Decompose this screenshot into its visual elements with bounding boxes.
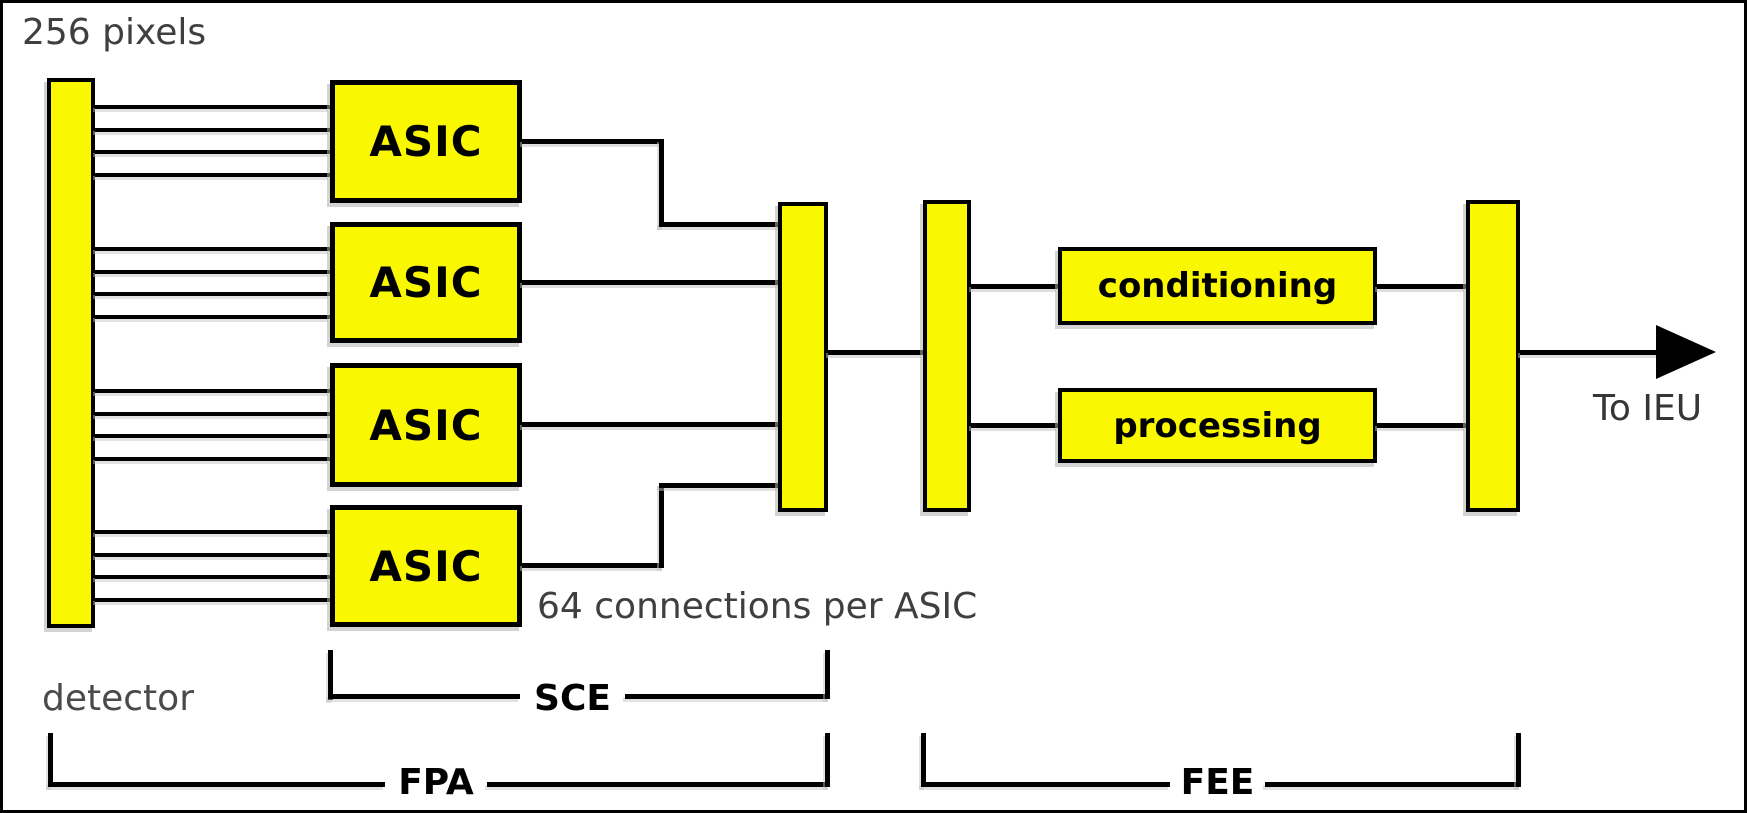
asic1-output-line — [659, 139, 664, 227]
detector-asic-line — [95, 412, 330, 416]
asic-box-2: ASIC — [330, 222, 522, 343]
fee-bracket-tick — [921, 733, 926, 787]
processing-box-label: processing — [1113, 405, 1322, 446]
asic2-output-line — [522, 280, 780, 285]
asic-box-label: ASIC — [369, 258, 483, 307]
to-ieu-label: To IEU — [1593, 388, 1703, 429]
asic-box-1: ASIC — [330, 80, 522, 203]
processing-output-line — [1377, 423, 1466, 428]
asic-box-label: ASIC — [369, 117, 483, 166]
asic-box-label: ASIC — [369, 400, 483, 450]
sce-fee-link-line — [828, 350, 923, 355]
fee-group-label: FEE — [1180, 762, 1255, 803]
sce-group-label: SCE — [534, 678, 611, 719]
detector-asic-line — [95, 457, 330, 461]
connections-per-asic-label: 64 connections per ASIC — [537, 586, 978, 627]
fpa-bracket-line — [48, 782, 385, 787]
asic1-output-line — [522, 139, 664, 144]
detector-asic-line — [95, 389, 330, 393]
detector-asic-line — [95, 315, 330, 319]
conditioning-output-line — [1377, 284, 1466, 289]
detector-label: detector — [42, 678, 194, 719]
fee-bracket-line — [921, 782, 1170, 787]
processing-input-line — [971, 423, 1058, 428]
conditioning-input-line — [971, 284, 1058, 289]
sce-bracket-line — [328, 694, 520, 699]
asic1-output-line — [659, 222, 780, 227]
detector-bar — [47, 78, 95, 628]
conditioning-box: conditioning — [1058, 247, 1377, 325]
fee-input-bar — [923, 200, 971, 512]
asic3-output-line — [522, 422, 780, 427]
detector-asic-line — [95, 530, 330, 534]
fpa-bracket-tick — [825, 733, 830, 787]
asic-box-label: ASIC — [369, 541, 483, 591]
fpa-bracket-tick — [48, 733, 53, 787]
asic4-output-line — [659, 483, 664, 568]
asic4-output-line — [522, 563, 664, 568]
asic-box-3: ASIC — [330, 363, 522, 487]
detector-asic-line — [95, 247, 330, 251]
output-arrow-head-icon — [1656, 325, 1716, 379]
sce-bracket-tick — [328, 650, 333, 700]
detector-asic-line — [95, 270, 330, 274]
detector-asic-line — [95, 150, 330, 154]
conditioning-box-label: conditioning — [1097, 266, 1338, 306]
detector-asic-line — [95, 128, 330, 132]
detector-asic-line — [95, 575, 330, 579]
processing-box: processing — [1058, 388, 1377, 463]
sce-bracket-tick — [825, 650, 830, 699]
sce-bracket-line — [625, 694, 830, 699]
fee-output-bar — [1466, 200, 1520, 512]
asic4-output-line — [659, 483, 780, 488]
fpa-bracket-line — [487, 782, 830, 787]
detector-asic-line — [95, 105, 330, 109]
detector-asic-line — [95, 292, 330, 296]
sce-bar — [778, 202, 828, 512]
detector-asic-line — [95, 434, 330, 438]
fee-bracket-line — [1265, 782, 1521, 787]
fpa-group-label: FPA — [398, 762, 474, 803]
asic-box-4: ASIC — [330, 505, 522, 627]
output-arrow-line — [1520, 350, 1660, 355]
detector-asic-line — [95, 173, 330, 177]
fee-bracket-tick — [1516, 733, 1521, 787]
detector-asic-line — [95, 598, 330, 602]
detector-asic-line — [95, 553, 330, 557]
pixels-count-label: 256 pixels — [22, 12, 207, 53]
